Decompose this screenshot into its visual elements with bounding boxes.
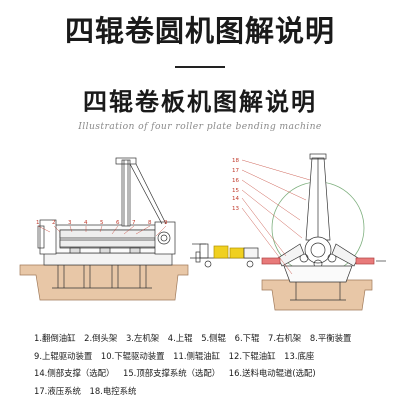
legend-item: 16.送料电动辊道(选配) [228, 368, 316, 378]
callout-label: 6 [116, 220, 120, 226]
diagram-title: 四辊卷板机图解说明 [83, 88, 317, 116]
callout-label: 16 [232, 178, 239, 184]
callout-label: 1 [36, 220, 40, 226]
legend-item: 1.翻倒油缸 [34, 333, 76, 343]
callout-label: 17 [232, 168, 239, 174]
callout-label: 5 [100, 220, 104, 226]
legend-item: 5.侧辊 [201, 333, 226, 343]
legend-item: 7.右机架 [268, 333, 302, 343]
legend-item: 9.上辊驱动装置 [34, 350, 93, 361]
callout-label: 3 [68, 220, 72, 226]
callout-label: 14 [232, 196, 239, 202]
side-view-base [43, 252, 173, 266]
legend-row: 14.侧部支撑（选配） 15.顶部支撑系统（选配） 16.送料电动辊道(选配) [34, 365, 394, 383]
callout-label: 7 [132, 220, 136, 226]
end-view-roll-cluster [304, 236, 332, 264]
callout-label: 8 [148, 220, 152, 226]
left-callouts: 1 2 3 4 5 6 7 8 9 [36, 220, 168, 237]
callout-label: 18 [232, 158, 239, 164]
side-view [19, 157, 189, 301]
diagram-subtitle: Illustration of four roller plate bendin… [78, 121, 322, 132]
legend-item: 15.顶部支撑系统（选配） [123, 368, 221, 378]
end-view-foundation [261, 279, 373, 311]
callout-label: 4 [84, 220, 88, 226]
callout-label: 2 [52, 220, 56, 226]
legend-row: 1.翻倒油缸 2.倒头架 3.左机架 4.上辊 5.侧辊 6.下辊 7.右机架 … [34, 330, 394, 348]
end-view-small [190, 243, 260, 268]
legend-item: 18.电控系统 [89, 385, 137, 396]
side-view-balance-tower [121, 159, 131, 227]
machine-drawing: 1 2 3 4 5 6 7 8 9 [19, 153, 386, 311]
legend-item: 8.平衡装置 [309, 333, 352, 343]
legend-item: 3.左机架 [125, 333, 160, 343]
legend-item: 6.下辊 [234, 333, 260, 343]
side-view-upper-roll [59, 229, 161, 239]
legend-item: 12.下辊油缸 [228, 350, 276, 361]
callout-label: 9 [164, 220, 168, 226]
legend-item: 17.液压系统 [34, 385, 81, 396]
callout-label: 15 [232, 188, 239, 194]
side-view-foundation [19, 264, 189, 301]
side-view-boom [129, 163, 163, 225]
legend-item: 2.倒头架 [84, 333, 118, 343]
legend-item: 13.底座 [284, 350, 315, 361]
end-view [261, 153, 386, 311]
callout-label: 13 [232, 206, 239, 212]
legend-row: 17.液压系统 18.电控系统 [34, 383, 394, 400]
title-divider [175, 66, 225, 68]
legend-item: 11.侧辊油缸 [173, 350, 220, 361]
parts-legend: 1.翻倒油缸 2.倒头架 3.左机架 4.上辊 5.侧辊 6.下辊 7.右机架 … [34, 330, 394, 400]
right-callouts: 18 17 16 15 14 13 [232, 158, 311, 275]
legend-item: 10.下辊驱动装置 [100, 350, 165, 361]
page-title: 四辊卷圆机图解说明 [64, 14, 335, 48]
legend-item: 4.上辊 [167, 333, 193, 343]
legend-row: 9.上辊驱动装置 10.下辊驱动装置 11.侧辊油缸 12.下辊油缸 13.底座 [34, 348, 394, 366]
legend-item: 14.侧部支撑（选配） [34, 368, 115, 378]
